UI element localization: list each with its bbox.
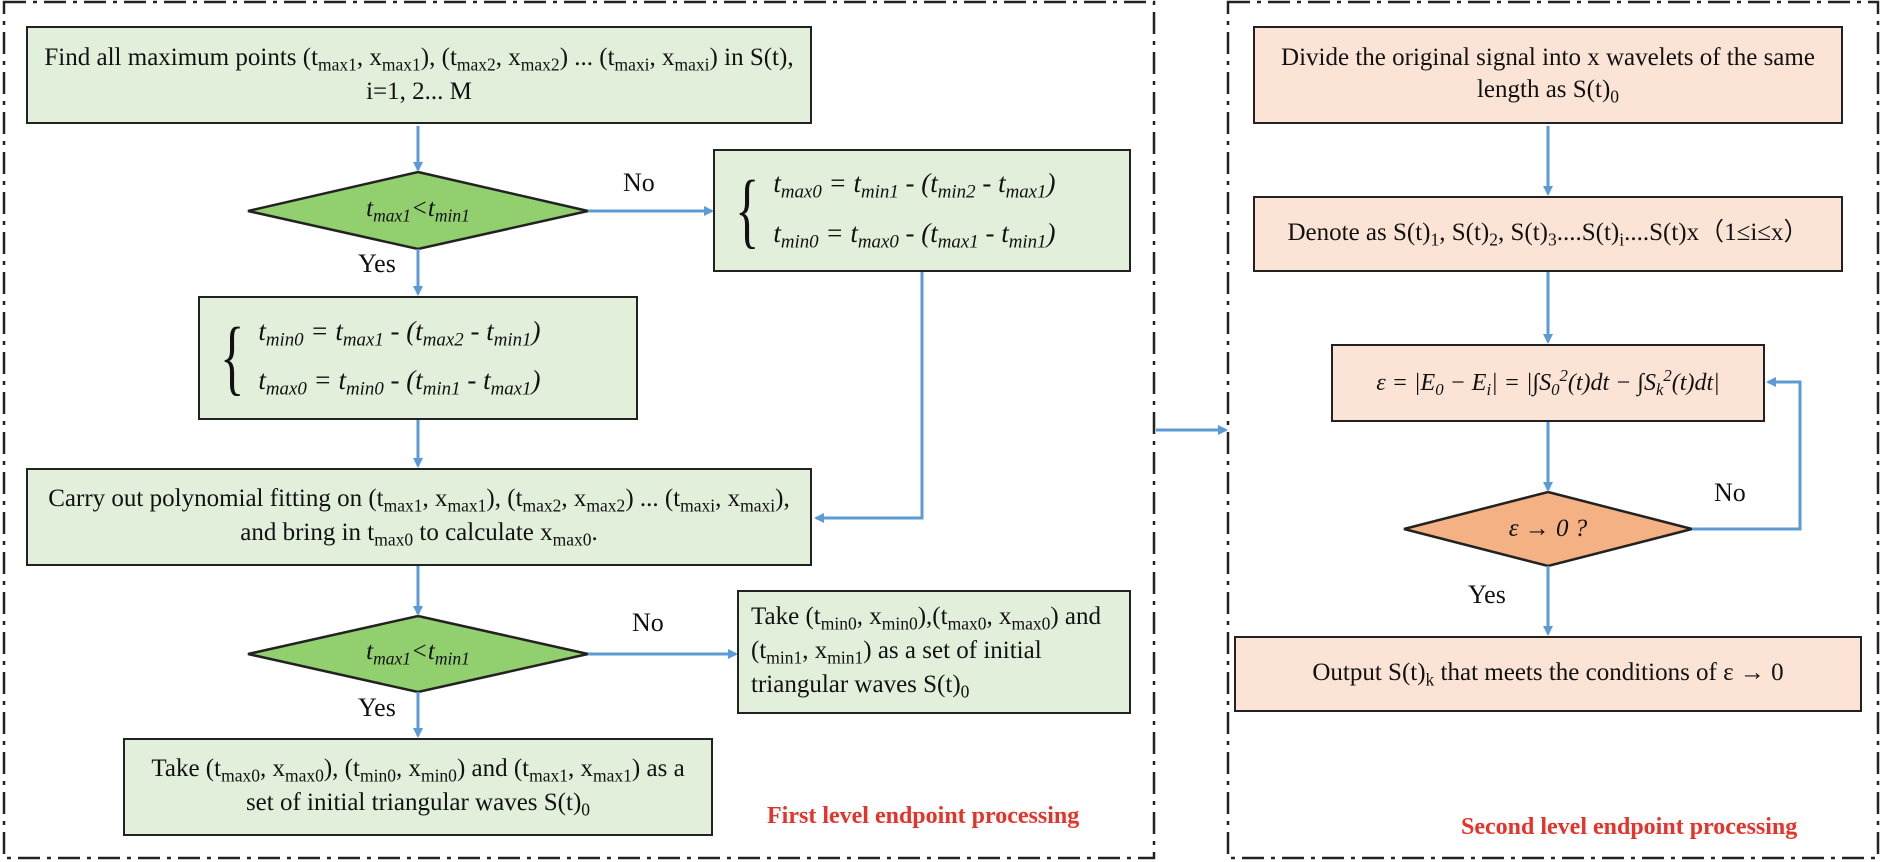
polyfit-box: Carry out polynomial fitting on (tmax1, … (26, 468, 812, 566)
cond1-yes-label: Yes (358, 249, 396, 278)
polyfit-text: Carry out polynomial fitting on (tmax1, … (48, 485, 790, 550)
right-panel-title: Second level endpoint processing (1461, 814, 1798, 840)
take-yes-box: Take (tmax0, xmax0), (tmin0, xmin0) and … (123, 738, 713, 836)
arrow-cond3-no-loop (1692, 377, 1802, 531)
eq-no-2: tmin0 = tmax0 - (tmax1 - tmin1) (773, 217, 1056, 253)
brace-icon: { (735, 163, 760, 257)
take-yes-text: Take (tmax0, xmax0), (tmin0, xmin0) and … (151, 755, 685, 820)
epsilon-text: ε = |E0 − Ei| = |∫S02(t)dt − ∫Sk2(t)dt| (1376, 366, 1720, 400)
epsilon-box: ε = |E0 − Ei| = |∫S02(t)dt − ∫Sk2(t)dt| (1331, 344, 1765, 422)
cond2-no-label: No (632, 608, 664, 637)
divide-text: Divide the original signal into x wavele… (1281, 43, 1815, 107)
diamond-cond2 (247, 614, 589, 694)
output-text: Output S(t)k that meets the conditions o… (1312, 659, 1784, 690)
left-panel-title: First level endpoint processing (767, 803, 1080, 829)
left-panel-border (2, 0, 1156, 860)
cond1-no-label: No (623, 168, 655, 197)
cond3-no-label: No (1714, 478, 1746, 507)
diamond-cond3 (1403, 490, 1693, 568)
cond3-yes-label: Yes (1468, 580, 1506, 609)
output-box: Output S(t)k that meets the conditions o… (1234, 636, 1862, 712)
brace-icon: { (220, 311, 245, 404)
denote-box: Denote as S(t)1, S(t)2, S(t)3....S(t)i..… (1253, 196, 1843, 272)
diamond-cond1 (247, 170, 589, 251)
find-max-text: Find all maximum points (tmax1, xmax1), … (44, 43, 794, 105)
eq-no-1: tmax0 = tmin1 - (tmin2 - tmax1) (773, 168, 1056, 203)
take-no-box: Take (tmin0, xmin0),(tmax0, xmax0) and (… (737, 590, 1131, 714)
right-panel-border (1226, 0, 1880, 860)
divide-box: Divide the original signal into x wavele… (1253, 26, 1843, 124)
arrow-no-to-polyfit (814, 272, 924, 523)
denote-text: Denote as S(t)1, S(t)2, S(t)3....S(t)i..… (1287, 219, 1809, 250)
eq-yes-2: tmax0 = tmin0 - (tmin1 - tmax1) (258, 365, 541, 400)
take-no-text: Take (tmin0, xmin0),(tmax0, xmax0) and (… (751, 603, 1102, 702)
eq-yes-1: tmin0 = tmax1 - (tmax2 - tmin1) (258, 315, 541, 351)
no-equations-box: { tmax0 = tmin1 - (tmin2 - tmax1) tmin0 … (713, 149, 1131, 272)
yes-equations-box: { tmin0 = tmax1 - (tmax2 - tmin1) tmax0 … (198, 296, 638, 420)
find-max-box: Find all maximum points (tmax1, xmax1), … (26, 26, 812, 124)
cond2-yes-label: Yes (358, 693, 396, 722)
